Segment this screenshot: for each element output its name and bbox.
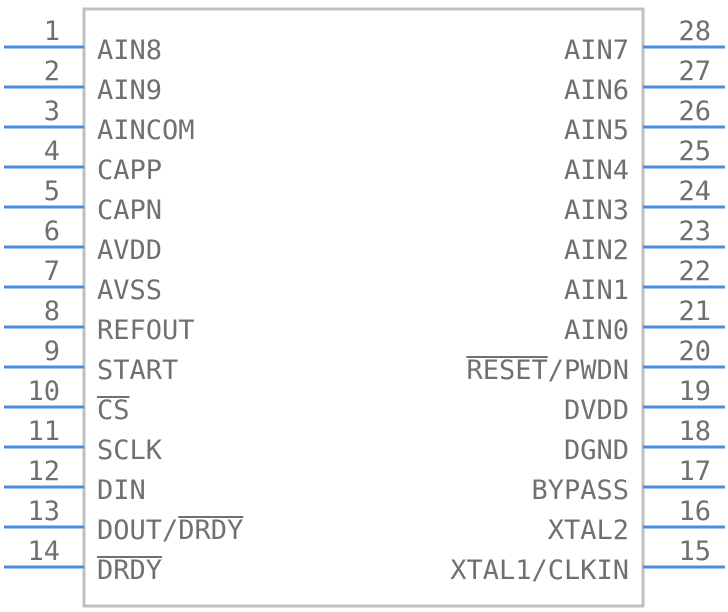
pin-27-number: 27: [678, 56, 711, 87]
pin-6-number: 6: [44, 216, 60, 247]
ic-body: [82, 7, 645, 608]
pin-11-number: 11: [27, 416, 60, 447]
pin-16-number: 16: [678, 496, 711, 527]
label-overbars: [178, 356, 548, 518]
pin-21-name: AIN0: [564, 315, 629, 346]
pin-13-name: DOUT/DRDY: [97, 515, 243, 546]
pin-6-name: AVDD: [97, 235, 162, 266]
pin-10-name: CS: [97, 395, 130, 426]
pin-5-name: CAPN: [97, 195, 162, 226]
pin-13-number: 13: [27, 496, 60, 527]
pin-25-number: 25: [678, 136, 711, 167]
pin-9-number: 9: [44, 336, 60, 367]
pin-14-name: DRDY: [97, 555, 162, 586]
pin-23-number: 23: [678, 216, 711, 247]
pin-28-number: 28: [678, 16, 711, 47]
pin-4-number: 4: [44, 136, 60, 167]
pin-7-name: AVSS: [97, 275, 162, 306]
pin-27-name: AIN6: [564, 75, 629, 106]
pin-20-number: 20: [678, 336, 711, 367]
pin-26-number: 26: [678, 96, 711, 127]
pin-17-name: BYPASS: [531, 475, 629, 506]
pin-22-name: AIN1: [564, 275, 629, 306]
pin-4-name: CAPP: [97, 155, 162, 186]
pin-19-number: 19: [678, 376, 711, 407]
pin-2-name: AIN9: [97, 75, 162, 106]
pin-5-number: 5: [44, 176, 60, 207]
pin-9-name: START: [97, 355, 178, 386]
pin-12-number: 12: [27, 456, 60, 487]
pin-8-name: REFOUT: [97, 315, 195, 346]
pin-7-number: 7: [44, 256, 60, 287]
pin-1-number: 1: [44, 16, 60, 47]
pin-12-name: DIN: [97, 475, 146, 506]
pin-18-number: 18: [678, 416, 711, 447]
pin-23-name: AIN2: [564, 235, 629, 266]
pin-16-name: XTAL2: [548, 515, 629, 546]
pin-17-number: 17: [678, 456, 711, 487]
pin-3-name: AINCOM: [97, 115, 195, 146]
pin-15-number: 15: [678, 536, 711, 567]
pin-14-number: 14: [27, 536, 60, 567]
pin-21-number: 21: [678, 296, 711, 327]
pin-26-name: AIN5: [564, 115, 629, 146]
pin-22-number: 22: [678, 256, 711, 287]
pin-3-number: 3: [44, 96, 60, 127]
pin-28-name: AIN7: [564, 35, 629, 66]
pin-25-name: AIN4: [564, 155, 629, 186]
pin-10-number: 10: [27, 376, 60, 407]
pin-20-name: RESET/PWDN: [466, 355, 629, 386]
pin-1-name: AIN8: [97, 35, 162, 66]
pin-15-name: XTAL1/CLKIN: [450, 555, 629, 586]
pin-19-name: DVDD: [564, 395, 629, 426]
pin-18-name: DGND: [564, 435, 629, 466]
pin-24-number: 24: [678, 176, 711, 207]
pin-24-name: AIN3: [564, 195, 629, 226]
pin-11-name: SCLK: [97, 435, 163, 466]
pin-8-number: 8: [44, 296, 60, 327]
pin-2-number: 2: [44, 56, 60, 87]
